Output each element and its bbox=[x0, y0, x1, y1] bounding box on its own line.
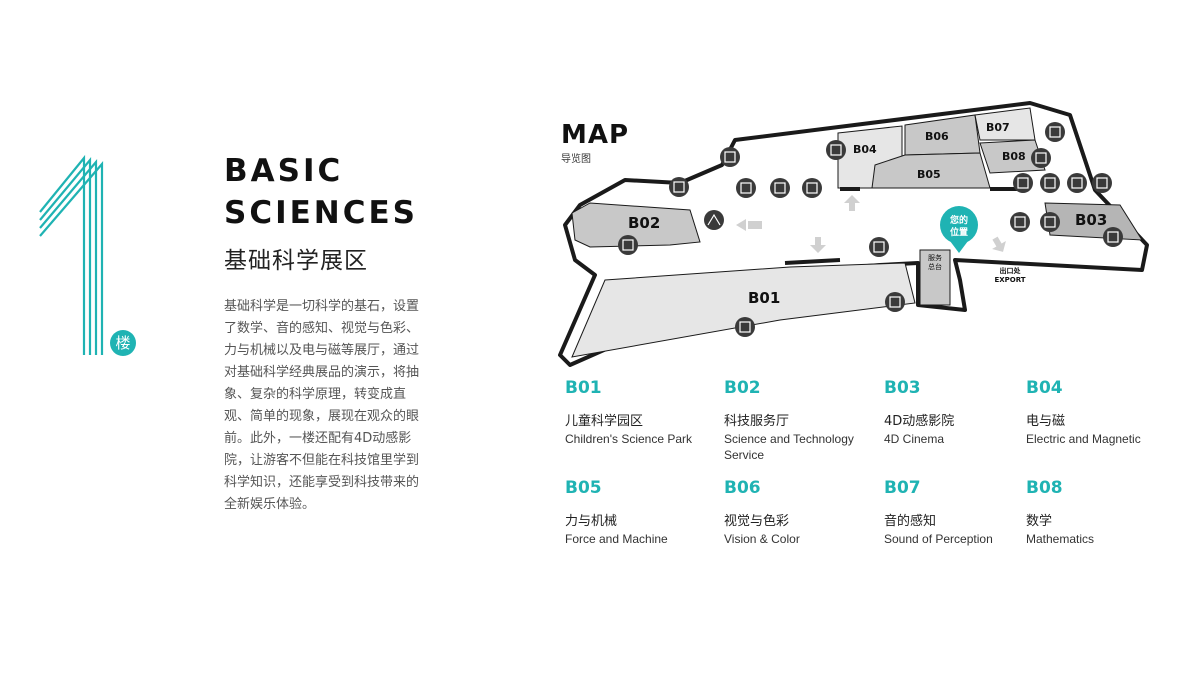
legend-name-en: Force and Machine bbox=[565, 532, 668, 546]
legend-name-cn: 力与机械 bbox=[565, 514, 618, 529]
you-are-here-line-1: 您的 bbox=[950, 214, 968, 226]
floor-number-graphic bbox=[39, 154, 104, 355]
zone-label-b06: B06 bbox=[925, 130, 949, 143]
zone-label-b03: B03 bbox=[1075, 211, 1107, 229]
legend-name-en: Mathematics bbox=[1026, 532, 1095, 546]
legend-item-b03: B03 4D动感影院 4D Cinema bbox=[884, 378, 1034, 447]
legend-item-b08: B08 数学 Mathematics bbox=[1026, 478, 1176, 547]
legend-name-cn: 视觉与色彩 bbox=[724, 514, 790, 529]
legend-name-en: Electric and Magnetic bbox=[1026, 432, 1141, 446]
legend-code: B08 bbox=[1026, 478, 1063, 498]
zone-b02 bbox=[571, 202, 701, 248]
legend-item-b05: B05 力与机械 Force and Machine bbox=[565, 478, 715, 547]
legend-code: B01 bbox=[565, 378, 602, 398]
legend-code: B05 bbox=[565, 478, 602, 498]
exit-label-cn: 出口处 bbox=[1000, 266, 1022, 275]
legend-name-en: Vision & Color bbox=[724, 532, 800, 546]
arrow-left-icon bbox=[736, 219, 746, 231]
legend-name-cn: 4D动感影院 bbox=[884, 414, 955, 429]
direction-arrows bbox=[736, 195, 1006, 253]
zone-label-b05: B05 bbox=[917, 168, 941, 181]
legend-name-cn: 儿童科学园区 bbox=[565, 414, 644, 429]
legend-code: B04 bbox=[1026, 378, 1063, 398]
zone-b01 bbox=[571, 262, 916, 358]
title-line-1: BASIC bbox=[224, 153, 344, 189]
zone-b05 bbox=[871, 152, 991, 189]
facility-icons bbox=[618, 122, 1123, 337]
page-title-cn: 基础科学展区 bbox=[224, 248, 368, 274]
legend-name-cn: 电与磁 bbox=[1026, 414, 1066, 429]
legend-name-en: 4D Cinema bbox=[884, 432, 945, 446]
legend-name-cn: 科技服务厅 bbox=[724, 414, 790, 429]
map-title: MAP bbox=[561, 120, 630, 150]
legend-name-cn: 数学 bbox=[1026, 514, 1053, 529]
zone-label-b01: B01 bbox=[748, 289, 780, 307]
legend-item-b06: B06 视觉与色彩 Vision & Color bbox=[724, 478, 874, 547]
legend-item-b07: B07 音的感知 Sound of Perception bbox=[884, 478, 1034, 547]
legend-name-en: Science and Technology Service bbox=[724, 432, 854, 462]
zone-label-b07: B07 bbox=[986, 121, 1010, 134]
exit-label-en: EXPORT bbox=[994, 276, 1025, 284]
description: 基础科学是一切科学的基石，设置了数学、音的感知、视觉与色彩、力与机械以及电与磁等… bbox=[224, 299, 420, 512]
legend-item-b02: B02 科技服务厅 Science and Technology Service bbox=[724, 378, 874, 463]
map-subtitle: 导览图 bbox=[561, 154, 591, 165]
zone-label-b02: B02 bbox=[628, 214, 660, 232]
legend-code: B02 bbox=[724, 378, 761, 398]
title-line-2: SCIENCES bbox=[224, 195, 418, 231]
service-desk-label-2: 总台 bbox=[928, 262, 942, 271]
arrow-down-icon bbox=[810, 237, 826, 253]
zone-label-b08: B08 bbox=[1002, 150, 1026, 163]
zone-b08 bbox=[979, 139, 1046, 174]
legend-code: B07 bbox=[884, 478, 921, 498]
legend-name-cn: 音的感知 bbox=[884, 514, 937, 529]
legend-item-b04: B04 电与磁 Electric and Magnetic bbox=[1026, 378, 1176, 447]
arrow-up-icon bbox=[844, 195, 860, 211]
legend-code: B06 bbox=[724, 478, 761, 498]
legend-name-en: Sound of Perception bbox=[884, 532, 993, 546]
you-are-here-marker: 您的 位置 bbox=[940, 206, 978, 253]
service-desk-label-1: 服务 bbox=[928, 253, 942, 262]
legend-code: B03 bbox=[884, 378, 921, 398]
floor-badge: 楼 bbox=[110, 330, 136, 356]
arrow-exit-icon bbox=[992, 236, 1006, 252]
floor-map: B02 B01 B04 B06 B05 B07 B08 B03 您的 位置 服务… bbox=[558, 101, 1149, 367]
you-are-here-line-2: 位置 bbox=[950, 226, 968, 238]
legend-name-en: Children's Science Park bbox=[565, 432, 693, 446]
service-desk-area bbox=[919, 249, 951, 306]
zone-label-b04: B04 bbox=[853, 143, 877, 156]
legend-item-b01: B01 儿童科学园区 Children's Science Park bbox=[565, 378, 715, 447]
page-title: BASIC SCIENCES bbox=[224, 150, 418, 234]
